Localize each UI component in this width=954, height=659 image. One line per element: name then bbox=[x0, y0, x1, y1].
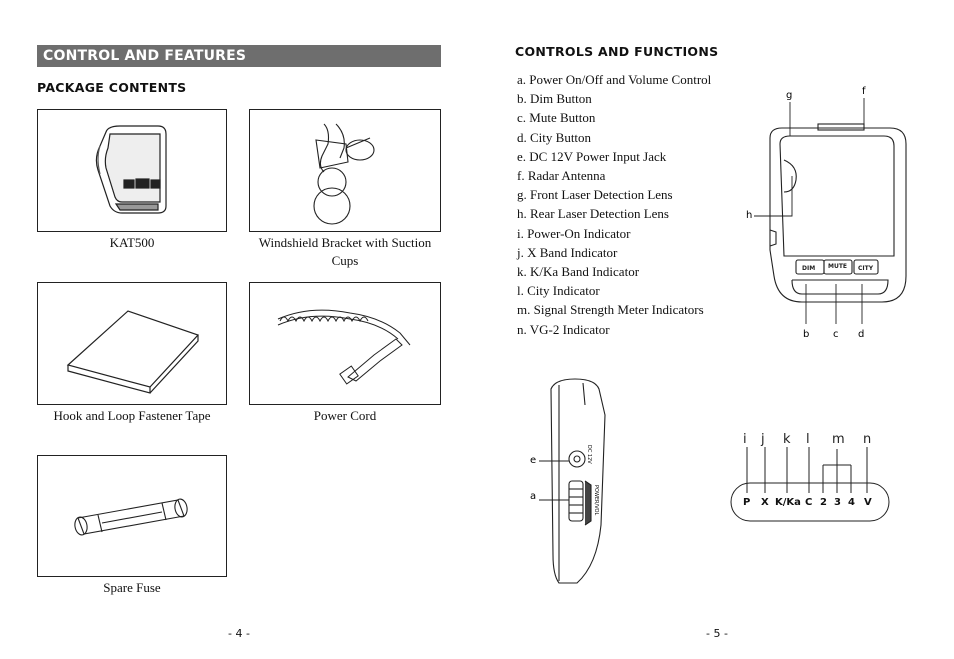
power-cord-drawing bbox=[277, 309, 411, 385]
power-cord-caption: Power Cord bbox=[313, 408, 377, 423]
mute-button-label: MUTE bbox=[828, 263, 847, 270]
controls-heading: CONTROLS AND FUNCTIONS bbox=[515, 44, 719, 59]
callout-d: d bbox=[858, 329, 864, 340]
dim-button-label: DIM bbox=[802, 265, 815, 272]
power-cord-image bbox=[249, 282, 441, 405]
callout-a: a bbox=[530, 491, 536, 502]
page-number-left: - 4 - bbox=[228, 627, 250, 640]
list-item: f. Radar Antenna bbox=[517, 168, 606, 184]
tape-image bbox=[37, 282, 227, 405]
list-item: h. Rear Laser Detection Lens bbox=[517, 206, 669, 222]
callout-n: n bbox=[863, 432, 871, 447]
indicator-x: X bbox=[761, 497, 769, 508]
controls-list: a. Power On/Off and Volume Control b. Di… bbox=[517, 70, 737, 339]
indicator-p: P bbox=[743, 497, 750, 508]
tape-drawing bbox=[66, 310, 200, 394]
list-item: g. Front Laser Detection Lens bbox=[517, 187, 673, 203]
callout-h: h bbox=[746, 210, 752, 221]
jack-label: DC 12V bbox=[586, 445, 592, 464]
callout-e: e bbox=[530, 455, 536, 466]
callout-g: g bbox=[786, 90, 792, 101]
display-diagram: i j k l m n P X K/Ka C 2 3 4 V bbox=[730, 432, 890, 522]
city-button-label: CITY bbox=[858, 265, 874, 272]
knob-label: POWER/VOL bbox=[593, 485, 599, 515]
indicator-v: V bbox=[864, 497, 872, 508]
callout-m: m bbox=[832, 432, 845, 447]
bracket-image bbox=[249, 109, 441, 232]
callout-f: f bbox=[862, 86, 866, 97]
list-item: j. X Band Indicator bbox=[517, 244, 618, 260]
detector-drawing bbox=[95, 125, 167, 214]
callout-l: l bbox=[806, 432, 810, 447]
callout-i: i bbox=[743, 432, 747, 447]
kat500-caption: KAT500 bbox=[109, 235, 155, 250]
bracket-caption: Windshield Bracket with Suction Cups bbox=[258, 235, 432, 268]
list-item: a. Power On/Off and Volume Control bbox=[517, 72, 712, 87]
list-item: l. City Indicator bbox=[517, 283, 600, 299]
tape-caption: Hook and Loop Fastener Tape bbox=[53, 408, 211, 423]
callout-k: k bbox=[783, 432, 791, 447]
fuse-image bbox=[37, 455, 227, 577]
page-number-right: - 5 - bbox=[706, 627, 728, 640]
indicator-2: 2 bbox=[820, 497, 827, 508]
list-item: i. Power-On Indicator bbox=[517, 225, 631, 241]
list-item: m. Signal Strength Meter Indicators bbox=[517, 302, 704, 318]
package-contents-heading: PACKAGE CONTENTS bbox=[37, 80, 187, 95]
list-item: d. City Button bbox=[517, 129, 592, 145]
bracket-drawing bbox=[313, 123, 375, 225]
list-item: c. Mute Button bbox=[517, 110, 596, 126]
indicator-4: 4 bbox=[848, 497, 855, 508]
list-item: e. DC 12V Power Input Jack bbox=[517, 148, 667, 164]
side-view-diagram: DC 12V POWER/VOL e a bbox=[530, 378, 606, 584]
kat500-image bbox=[37, 109, 227, 232]
indicator-c: C bbox=[805, 497, 812, 508]
list-item: n. VG-2 Indicator bbox=[517, 321, 610, 337]
section-title: CONTROL AND FEATURES bbox=[37, 45, 441, 67]
list-item: k. K/Ka Band Indicator bbox=[517, 264, 640, 280]
callout-j: j bbox=[760, 432, 765, 447]
fuse-caption: Spare Fuse bbox=[103, 580, 161, 595]
fuse-drawing bbox=[74, 498, 188, 536]
callout-c: c bbox=[833, 329, 839, 340]
indicator-3: 3 bbox=[834, 497, 841, 508]
callout-b: b bbox=[803, 329, 809, 340]
list-item: b. Dim Button bbox=[517, 91, 592, 107]
front-view-diagram: DIM MUTE CITY g f h b c d bbox=[746, 86, 907, 340]
indicator-kka: K/Ka bbox=[775, 497, 801, 508]
